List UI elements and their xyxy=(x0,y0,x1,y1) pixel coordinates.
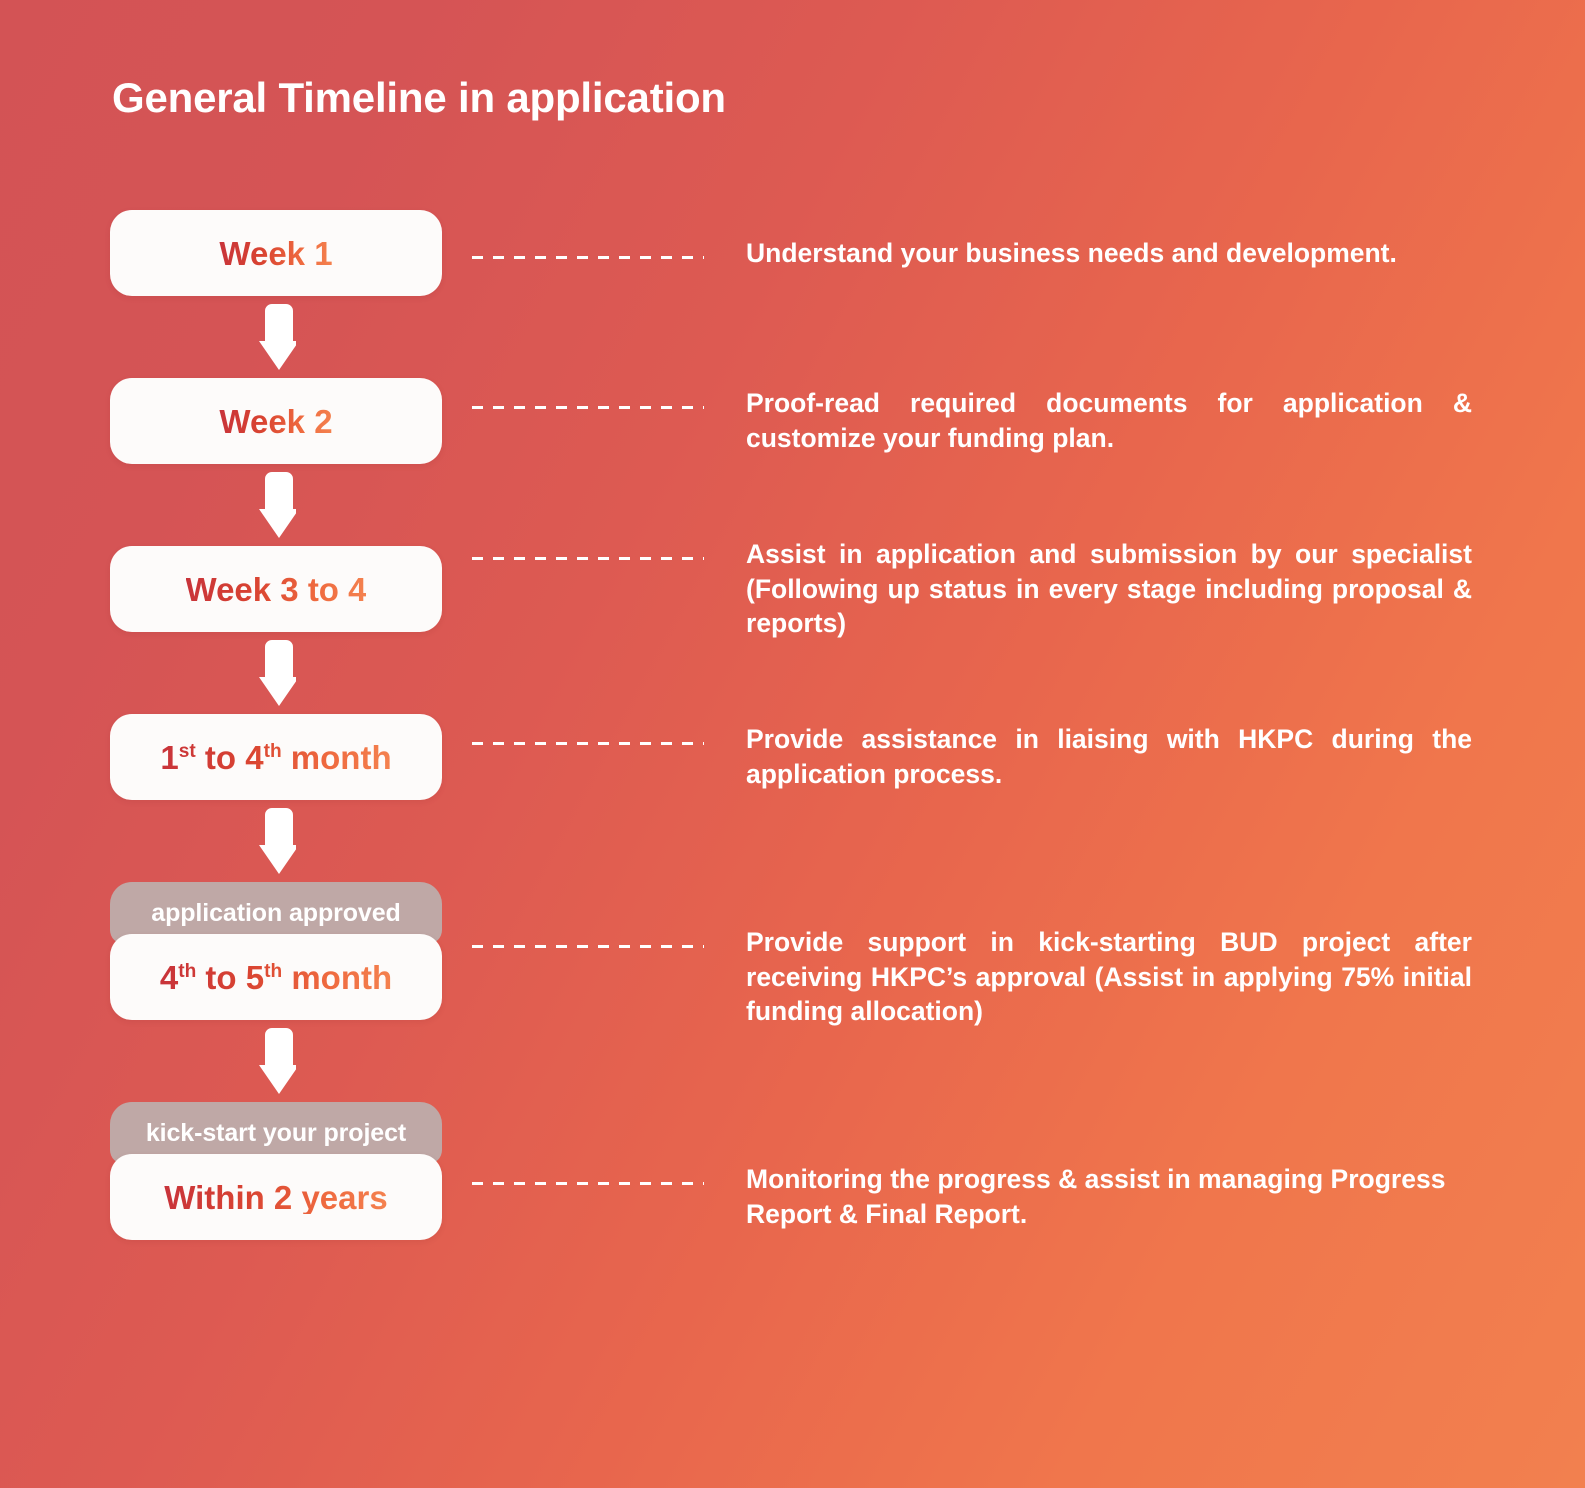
timeline-stage-label: 4th to 5th month xyxy=(159,958,393,996)
arrow-down-icon xyxy=(110,1020,442,1102)
timeline-stage: Week 1 xyxy=(110,210,442,296)
timeline-stage: Week 2 xyxy=(110,378,442,464)
dashed-connector-line xyxy=(472,1182,704,1186)
timeline-stage-label: Within 2 years xyxy=(164,1178,388,1216)
timeline-description-text: Provide support in kick-starting BUD pro… xyxy=(746,926,1472,1027)
timeline-description-row: Assist in application and submission by … xyxy=(472,537,1472,642)
status-badge: application approved xyxy=(110,882,442,944)
dashed-connector-line xyxy=(472,944,704,948)
timeline-description-text: Provide assistance in liaising with HKPC… xyxy=(746,724,1472,789)
timeline-stage-pill[interactable]: Week 1 xyxy=(110,210,442,296)
timeline-stage-pill[interactable]: Within 2 years xyxy=(110,1154,442,1240)
timeline-description-text: Understand your business needs and devel… xyxy=(746,237,1397,268)
timeline-stage-pill[interactable]: 1st to 4th month xyxy=(110,714,442,800)
dashed-connector-line xyxy=(472,255,704,259)
timeline-description-text: Assist in application and submission by … xyxy=(746,538,1472,639)
status-badge-label: application approved xyxy=(151,898,401,927)
timeline-description-text: Monitoring the progress & assist in mana… xyxy=(746,1164,1446,1229)
timeline-description-row: Monitoring the progress & assist in mana… xyxy=(472,1162,1472,1232)
timeline-description-row: Provide support in kick-starting BUD pro… xyxy=(472,925,1472,1030)
status-badge-label: kick-start your project xyxy=(145,1118,407,1147)
arrow-down-icon xyxy=(110,632,442,714)
arrow-down-icon xyxy=(110,464,442,546)
timeline-stage: Week 3 to 4 xyxy=(110,546,442,632)
timeline-stage-label: Week 2 xyxy=(219,402,333,440)
timeline-description-row: Proof-read required documents for applic… xyxy=(472,386,1472,456)
page-title: General Timeline in application xyxy=(112,74,726,121)
arrow-down-icon xyxy=(110,800,442,882)
dashed-connector-line xyxy=(472,556,704,560)
timeline-stage: 1st to 4th month xyxy=(110,714,442,800)
dashed-connector-line xyxy=(472,406,704,410)
timeline-description-row: Provide assistance in liaising with HKPC… xyxy=(472,722,1472,792)
timeline-stage-label: Week 1 xyxy=(219,234,333,272)
timeline-stage-pill[interactable]: Week 2 xyxy=(110,378,442,464)
timeline-description-row: Understand your business needs and devel… xyxy=(472,236,1472,271)
timeline-stage-label: 1st to 4th month xyxy=(160,738,392,776)
arrow-down-icon xyxy=(110,296,442,378)
timeline-flow-column: Week 1 Week 2 Week 3 to 4 1st to 4th month a… xyxy=(110,210,442,1240)
timeline-stage-pill[interactable]: 4th to 5th month xyxy=(110,934,442,1020)
timeline-stage: application approved 4th to 5th month xyxy=(110,882,442,1020)
timeline-stage-label: Week 3 to 4 xyxy=(185,570,367,608)
timeline-description-text: Proof-read required documents for applic… xyxy=(746,388,1472,453)
timeline-stage-pill[interactable]: Week 3 to 4 xyxy=(110,546,442,632)
status-badge: kick-start your project xyxy=(110,1102,442,1164)
dashed-connector-line xyxy=(472,742,704,746)
